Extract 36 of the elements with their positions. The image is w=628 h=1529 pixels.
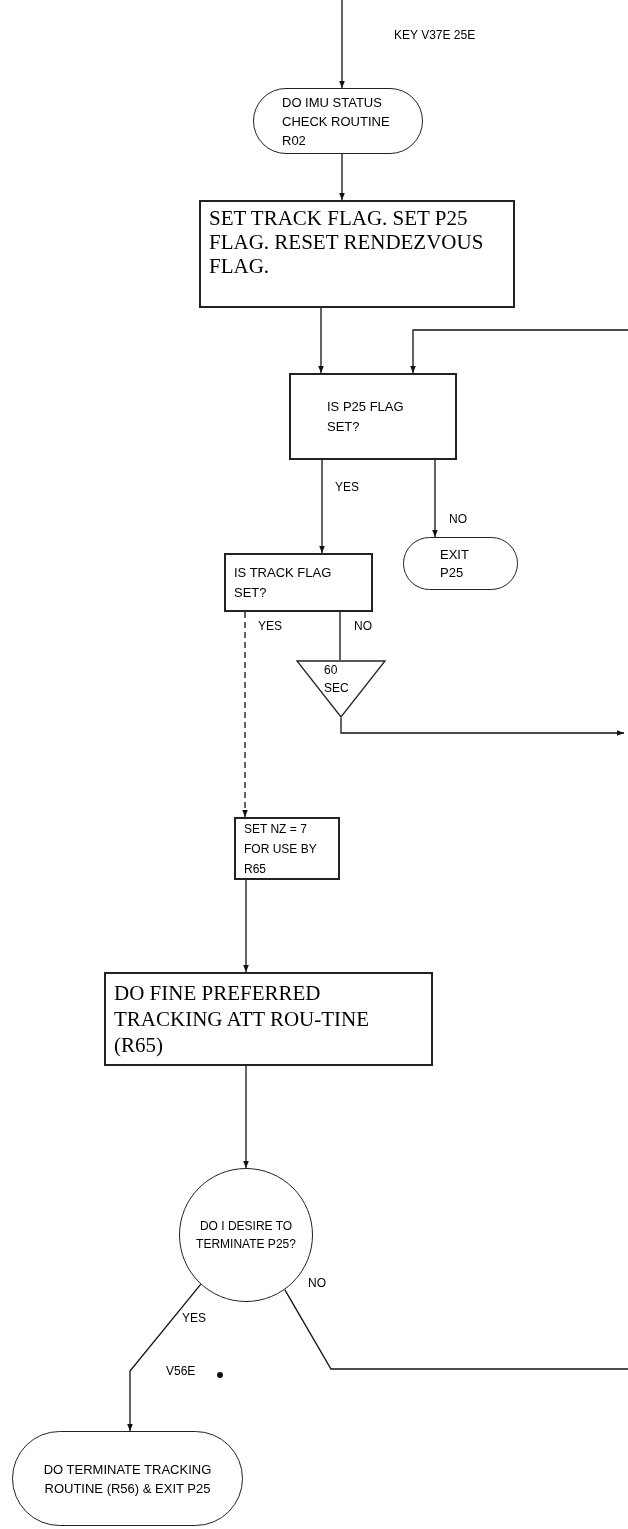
edge-label: KEY V37E 25E — [392, 28, 478, 42]
node-text: IS TRACK FLAG SET? — [234, 563, 333, 602]
process-box — [234, 817, 340, 880]
arrow — [319, 459, 325, 554]
decision-box — [224, 553, 373, 612]
edge-label: YES — [256, 619, 284, 633]
node-text: DO I DESIRE TO TERMINATE P25? — [195, 1218, 297, 1253]
node-text: SET NZ = 7 FOR USE BY R65 — [244, 820, 318, 878]
node-text: IS P25 FLAG SET? — [327, 397, 405, 436]
exit-terminal — [403, 537, 518, 590]
edge-label: YES — [333, 480, 361, 494]
process-box — [104, 972, 433, 1066]
process-box — [199, 200, 515, 308]
node-text: EXIT P25 — [440, 545, 470, 582]
delay-triangle — [296, 660, 386, 718]
node-text: DO IMU STATUS CHECK ROUTINE R02 — [282, 93, 391, 150]
arrow — [243, 879, 249, 973]
edge-label: NO — [306, 1276, 328, 1290]
dashed-arrow — [242, 611, 248, 818]
note-label: V56E — [166, 1364, 196, 1378]
arrow — [318, 307, 324, 374]
arrow — [339, 0, 345, 89]
edge-label: NO — [352, 619, 374, 633]
arrow — [432, 459, 438, 538]
node-text: SET TRACK FLAG. SET P25 FLAG. RESET RENDEZVOUS FLAG. — [209, 206, 485, 278]
arrow — [339, 153, 345, 201]
decision-box — [289, 373, 457, 460]
node-text: DO TERMINATE TRACKING ROUTINE (R56) & EXIT P25 — [42, 1460, 213, 1498]
edge-label: NO — [447, 512, 469, 526]
arrow — [340, 717, 625, 736]
node-text: 60 SEC — [324, 662, 350, 697]
arrow — [243, 1065, 249, 1169]
edge-label: YES — [180, 1311, 208, 1325]
arrow — [127, 1283, 202, 1432]
node-text: DO FINE PREFERRED TRACKING ATT ROU-TINE (R65) — [114, 980, 371, 1058]
arrow — [410, 329, 628, 374]
